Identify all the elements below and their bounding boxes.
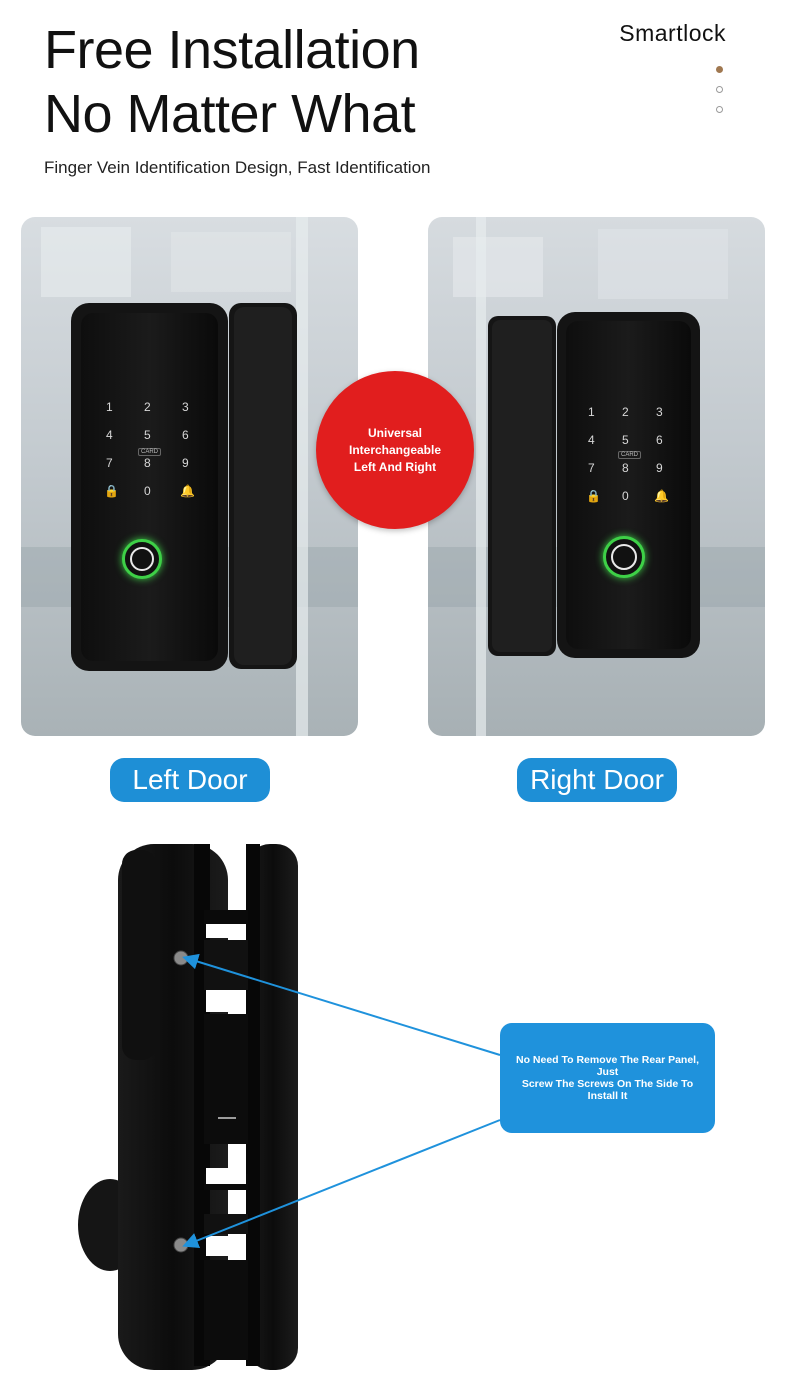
bell-icon[interactable]: 🔔: [180, 484, 195, 498]
key-4[interactable]: 4: [106, 428, 113, 442]
lock-side-view: [78, 844, 298, 1370]
brand-label: Smartlock: [619, 20, 726, 46]
key-5[interactable]: 5: [622, 433, 629, 447]
left-keypad: 1 2 3 4 5 6 7 8 9 🔒 0 🔔 CARD: [96, 400, 196, 510]
key-8[interactable]: 8: [622, 461, 629, 475]
key-9[interactable]: 9: [656, 461, 663, 475]
bell-icon[interactable]: 🔔: [654, 489, 669, 503]
key-0[interactable]: 0: [622, 489, 629, 503]
interchangeable-badge: Universal Interchangeable Left And Right: [316, 371, 474, 529]
card-label: CARD: [618, 451, 642, 459]
key-6[interactable]: 6: [182, 428, 189, 442]
key-3[interactable]: 3: [182, 400, 189, 414]
install-callout: No Need To Remove The Rear Panel, Just S…: [500, 1023, 715, 1133]
callout-text: No Need To Remove The Rear Panel, Just S…: [515, 1054, 700, 1102]
carousel-dot-2[interactable]: [716, 86, 723, 93]
key-1[interactable]: 1: [106, 400, 113, 414]
left-door-button[interactable]: Left Door: [110, 758, 270, 802]
left-door-photo: [21, 217, 358, 736]
subheadline: Finger Vein Identification Design, Fast …: [44, 158, 431, 177]
right-door-illustration: [428, 217, 765, 736]
key-7[interactable]: 7: [106, 456, 113, 470]
screw-icon: [173, 1237, 189, 1253]
left-fingerprint-sensor[interactable]: [122, 539, 162, 579]
key-1[interactable]: 1: [588, 405, 595, 419]
key-8[interactable]: 8: [144, 456, 151, 470]
right-door-photo: [428, 217, 765, 736]
right-keypad: 1 2 3 4 5 6 7 8 9 🔒 0 🔔 CARD: [580, 405, 680, 515]
headline: Free Installation No Matter What: [44, 18, 420, 146]
lock-icon[interactable]: 🔒: [104, 484, 119, 498]
right-door-button[interactable]: Right Door: [517, 758, 677, 802]
carousel-indicator: [716, 66, 726, 126]
fingerprint-icon: [130, 547, 154, 571]
key-3[interactable]: 3: [656, 405, 663, 419]
screw-icon: [173, 950, 189, 966]
fingerprint-icon: [611, 544, 637, 570]
card-label: CARD: [138, 448, 162, 456]
left-door-illustration: [21, 217, 358, 736]
key-4[interactable]: 4: [588, 433, 595, 447]
carousel-dot-1[interactable]: [716, 66, 723, 73]
lock-icon[interactable]: 🔒: [586, 489, 601, 503]
key-2[interactable]: 2: [622, 405, 629, 419]
headline-line-2: No Matter What: [44, 84, 416, 144]
key-7[interactable]: 7: [588, 461, 595, 475]
key-9[interactable]: 9: [182, 456, 189, 470]
carousel-dot-3[interactable]: [716, 106, 723, 113]
right-fingerprint-sensor[interactable]: [603, 536, 645, 578]
key-5[interactable]: 5: [144, 428, 151, 442]
headline-line-1: Free Installation: [44, 20, 420, 80]
key-0[interactable]: 0: [144, 484, 151, 498]
key-2[interactable]: 2: [144, 400, 151, 414]
badge-text: Universal Interchangeable Left And Right: [348, 425, 442, 474]
key-6[interactable]: 6: [656, 433, 663, 447]
